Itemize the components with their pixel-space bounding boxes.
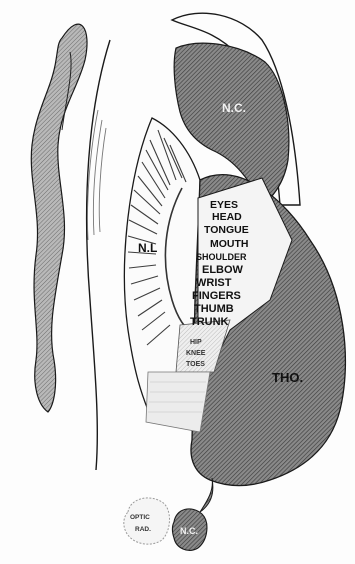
label-tho: THO. xyxy=(272,370,303,385)
optic-radiation-blob xyxy=(124,498,170,544)
label-hip: HIP xyxy=(190,339,202,346)
body-part-trunk: TRUNK xyxy=(190,316,229,328)
label-optic: OPTIC xyxy=(130,514,150,521)
body-part-shoulder: SHOULDER xyxy=(196,252,247,262)
label-knee: KNEE xyxy=(186,350,206,357)
label-toes: TOES xyxy=(186,361,205,368)
outer-contour-line xyxy=(87,40,110,470)
left-cortex-band xyxy=(31,24,87,412)
body-part-head: HEAD xyxy=(212,211,242,223)
body-part-wrist: WRIST xyxy=(196,277,232,289)
body-part-tongue: TONGUE xyxy=(204,224,249,236)
body-part-mouth: MOUTH xyxy=(210,238,249,250)
label-nc-bottom: N.C. xyxy=(180,526,198,536)
body-part-fingers: FINGERS xyxy=(192,290,241,302)
thalamus-tail xyxy=(200,478,213,512)
body-part-eyes: EYES xyxy=(210,199,238,211)
label-nl: N.L xyxy=(138,241,157,255)
label-rad: RAD. xyxy=(135,526,151,533)
body-part-thumb: THUMB xyxy=(194,303,234,315)
label-nc-top: N.C. xyxy=(222,101,246,115)
fiber-streaks-left xyxy=(87,110,106,240)
body-part-elbow: ELBOW xyxy=(202,264,244,276)
